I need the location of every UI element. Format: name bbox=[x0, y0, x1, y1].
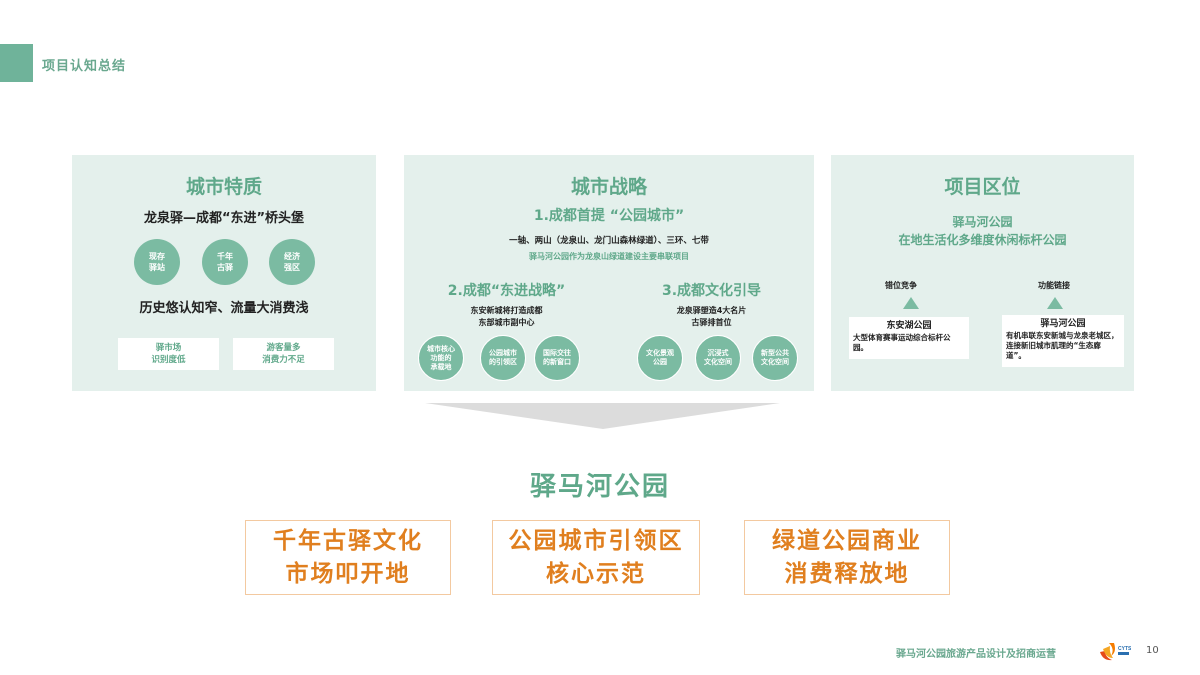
page-number: 10 bbox=[1146, 645, 1159, 656]
result-title: 驿马河公园 bbox=[529, 472, 670, 502]
down-arrow-icon bbox=[425, 403, 780, 429]
strategy-3-circle: 文化景观 公园 bbox=[637, 335, 683, 381]
strategy-1-title: 1.成都首提 “公园城市” bbox=[533, 208, 685, 224]
company-logo-icon: CYTS bbox=[1100, 643, 1131, 661]
compare-box-title: 驿马河公园 bbox=[1040, 319, 1086, 329]
triangle-up-icon bbox=[1047, 297, 1063, 309]
strategy-2-desc: 东安新城将打造成都 东部城市副中心 bbox=[470, 306, 543, 327]
strategy-1-desc: 一轴、两山（龙泉山、龙门山森林绿道）、三环、七带 bbox=[509, 236, 709, 246]
result-box: 千年古驿文化 市场叩开地 bbox=[245, 520, 451, 595]
panel-summary: 历史悠认知窄、流量大消费浅 bbox=[139, 301, 309, 316]
compete-label: 错位竞争 bbox=[885, 281, 917, 290]
trait-circle: 千年 古驿 bbox=[202, 239, 248, 285]
panel-subtitle: 龙泉驿—成都“东进”桥头堡 bbox=[143, 211, 305, 226]
compare-box-right: 驿马河公园 有机串联东安新城与龙泉老城区，连接新旧城市肌理的“生态廊道”。 bbox=[1002, 315, 1124, 367]
strategy-3-desc: 龙泉驿塑造4大名片 古驿排首位 bbox=[676, 306, 747, 327]
strategy-3-circle: 新型公共 文化空间 bbox=[752, 335, 798, 381]
compare-box-left: 东安湖公园 大型体育赛事运动综合标杆公园。 bbox=[849, 317, 969, 359]
strategy-3-circle: 沉浸式 文化空间 bbox=[695, 335, 741, 381]
strategy-2-circle: 城市核心 功能的 承载地 bbox=[418, 335, 464, 381]
result-box: 绿道公园商业 消费释放地 bbox=[744, 520, 950, 595]
trait-circle: 经济 强区 bbox=[269, 239, 315, 285]
issue-box: 驿市场 识别度低 bbox=[118, 338, 219, 370]
page-title: 项目认知总结 bbox=[42, 59, 127, 74]
strategy-1-note: 驿马河公园作为龙泉山绿道建设主要串联项目 bbox=[529, 252, 689, 261]
strategy-3-title: 3.成都文化引导 bbox=[661, 283, 762, 299]
strategy-2-circle: 国际交往 的新窗口 bbox=[534, 335, 580, 381]
location-headline-1: 驿马河公园 bbox=[952, 215, 1013, 229]
link-label: 功能链接 bbox=[1038, 281, 1070, 290]
compare-box-text: 有机串联东安新城与龙泉老城区，连接新旧城市肌理的“生态廊道”。 bbox=[1006, 331, 1119, 360]
panel-title: 城市战略 bbox=[570, 176, 647, 198]
footer-text: 驿马河公园旅游产品设计及招商运营 bbox=[896, 649, 1056, 660]
header-accent-block bbox=[0, 44, 33, 82]
triangle-up-icon bbox=[903, 297, 919, 309]
trait-circle: 现存 驿站 bbox=[134, 239, 180, 285]
result-box: 公园城市引领区 核心示范 bbox=[492, 520, 700, 595]
panel-city-strategy: 城市战略 1.成都首提 “公园城市” 一轴、两山（龙泉山、龙门山森林绿道）、三环… bbox=[404, 155, 814, 391]
strategy-2-circle: 公园城市 的引领区 bbox=[480, 335, 526, 381]
panel-project-location: 项目区位 驿马河公园 在地生活化多维度休闲标杆公园 错位竞争 东安湖公园 大型体… bbox=[831, 155, 1134, 391]
compare-box-text: 大型体育赛事运动综合标杆公园。 bbox=[853, 333, 951, 352]
location-headline-2: 在地生活化多维度休闲标杆公园 bbox=[898, 233, 1067, 247]
issue-box: 游客量多 消费力不足 bbox=[233, 338, 334, 370]
strategy-2-title: 2.成都“东进战略” bbox=[447, 283, 566, 299]
compare-box-title: 东安湖公园 bbox=[886, 321, 932, 331]
svg-text:CYTS: CYTS bbox=[1118, 646, 1131, 652]
panel-title: 城市特质 bbox=[185, 176, 262, 198]
panel-city-traits: 城市特质 龙泉驿—成都“东进”桥头堡 现存 驿站 千年 古驿 经济 强区 历史悠… bbox=[72, 155, 376, 391]
panel-title: 项目区位 bbox=[944, 176, 1021, 198]
